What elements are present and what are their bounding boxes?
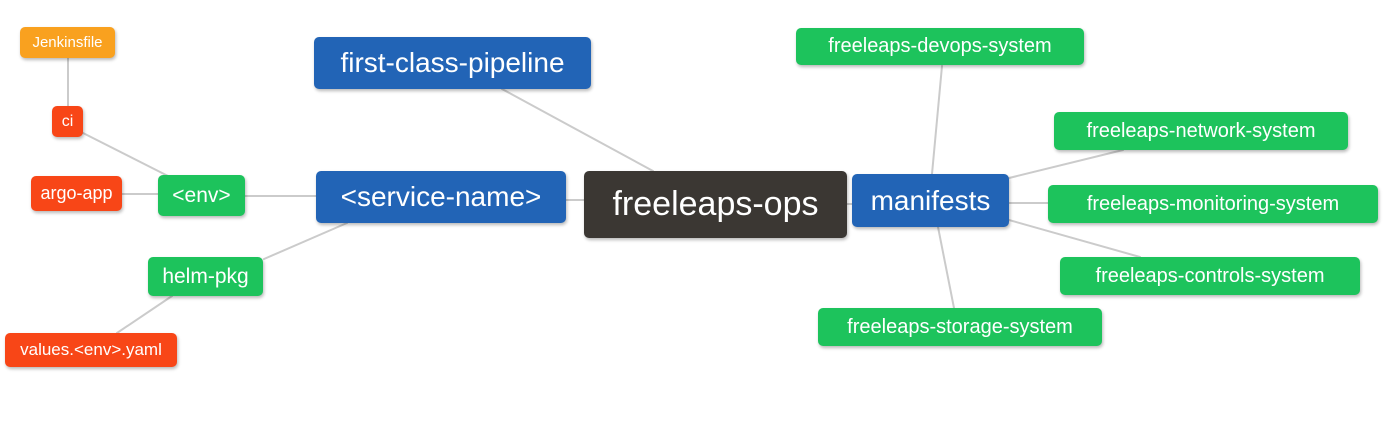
node-env[interactable]: <env> [158, 175, 245, 216]
node-values-env-yaml[interactable]: values.<env>.yaml [5, 333, 177, 367]
node-helm-pkg[interactable]: helm-pkg [148, 257, 263, 296]
edge-manifests-storage [937, 226, 955, 309]
node-service-name[interactable]: <service-name> [316, 171, 566, 223]
node-freeleaps-devops-system[interactable]: freeleaps-devops-system [796, 28, 1084, 65]
edge-manifests-controls [1008, 219, 1141, 258]
node-freeleaps-controls-system[interactable]: freeleaps-controls-system [1060, 257, 1360, 295]
node-ci[interactable]: ci [52, 106, 83, 137]
edge-manifests-network [1008, 149, 1124, 179]
node-manifests[interactable]: manifests [852, 174, 1009, 227]
edge-ci-env [82, 132, 169, 177]
node-first-class-pipeline[interactable]: first-class-pipeline [314, 37, 591, 89]
node-freeleaps-storage-system[interactable]: freeleaps-storage-system [818, 308, 1102, 346]
edge-helm-pkg-values [116, 295, 173, 334]
edge-service-name-helm-pkg [263, 222, 348, 260]
edge-pipeline-freeleaps-ops [501, 88, 654, 172]
node-jenkinsfile[interactable]: Jenkinsfile [20, 27, 115, 58]
node-freeleaps-network-system[interactable]: freeleaps-network-system [1054, 112, 1348, 150]
node-argo-app[interactable]: argo-app [31, 176, 122, 211]
node-freeleaps-ops-root[interactable]: freeleaps-ops [584, 171, 847, 238]
node-freeleaps-monitoring-system[interactable]: freeleaps-monitoring-system [1048, 185, 1378, 223]
edge-manifests-devops [931, 65, 943, 175]
